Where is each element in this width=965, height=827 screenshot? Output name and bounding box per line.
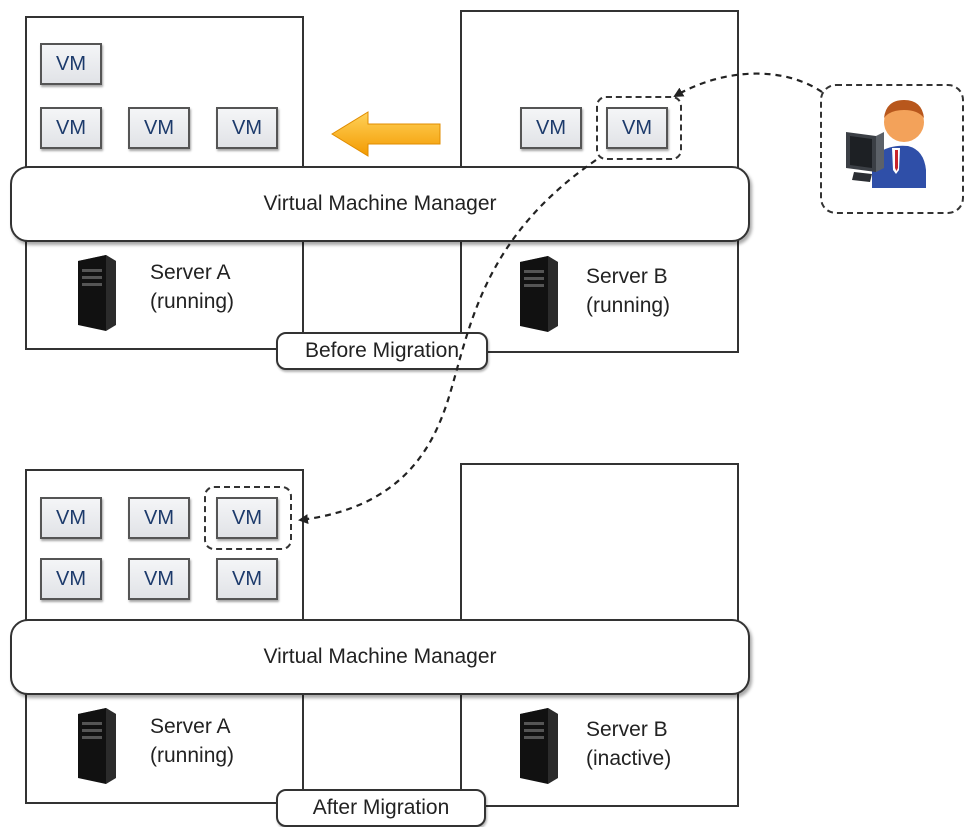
vm-a-after-5[interactable]: VM bbox=[128, 558, 190, 600]
vm-label: VM bbox=[144, 567, 174, 590]
admin-to-vm-dashed-arrow bbox=[673, 72, 823, 97]
vm-a-after-2[interactable]: VM bbox=[128, 497, 190, 539]
vm-migration-dashed-path bbox=[298, 159, 597, 525]
server-status: (inactive) bbox=[586, 747, 672, 770]
server-tower-icon bbox=[78, 255, 116, 331]
server-name: Server A bbox=[150, 261, 231, 284]
server-name: Server A bbox=[150, 715, 231, 738]
server-status: (running) bbox=[150, 744, 235, 767]
administrator-at-computer-icon bbox=[846, 100, 926, 188]
before-migration-caption: Before Migration bbox=[276, 332, 488, 370]
vm-label: VM bbox=[56, 506, 86, 529]
server-b-label-before: Server B (running) bbox=[586, 262, 670, 320]
server-status: (running) bbox=[150, 290, 235, 313]
vm-manager-before: Virtual Machine Manager bbox=[10, 166, 750, 242]
vm-label: VM bbox=[144, 506, 174, 529]
vm-a-after-4[interactable]: VM bbox=[40, 558, 102, 600]
server-a-label-after: Server A (running) bbox=[150, 712, 234, 770]
vm-a-after-6[interactable]: VM bbox=[216, 558, 278, 600]
vm-label: VM bbox=[232, 116, 262, 139]
server-tower-icon bbox=[78, 708, 116, 784]
vm-label: VM bbox=[56, 52, 86, 75]
vm-label: VM bbox=[232, 506, 262, 529]
vm-a-after-1[interactable]: VM bbox=[40, 497, 102, 539]
vm-b-before-1[interactable]: VM bbox=[520, 107, 582, 149]
caption-text: After Migration bbox=[312, 796, 450, 819]
server-name: Server B bbox=[586, 718, 668, 741]
caption-text: Before Migration bbox=[304, 339, 460, 362]
server-b-label-after: Server B (inactive) bbox=[586, 715, 671, 773]
server-a-label-before: Server A (running) bbox=[150, 258, 234, 316]
vm-manager-after: Virtual Machine Manager bbox=[10, 619, 750, 695]
administrator-highlight bbox=[820, 84, 964, 214]
server-tower-icon bbox=[520, 708, 558, 784]
vm-manager-label: Virtual Machine Manager bbox=[263, 645, 497, 668]
vm-a-before-4[interactable]: VM bbox=[216, 107, 278, 149]
vm-a-after-migrated[interactable]: VM bbox=[216, 497, 278, 539]
migrating-vm-highlight-before bbox=[596, 96, 682, 160]
vm-label: VM bbox=[56, 116, 86, 139]
vm-a-before-2[interactable]: VM bbox=[40, 107, 102, 149]
migration-direction-arrow bbox=[331, 111, 441, 157]
vm-label: VM bbox=[232, 567, 262, 590]
vm-a-before-1[interactable]: VM bbox=[40, 43, 102, 85]
server-tower-icon bbox=[520, 256, 558, 332]
server-status: (running) bbox=[586, 294, 671, 317]
vm-manager-label: Virtual Machine Manager bbox=[263, 192, 497, 215]
vm-label: VM bbox=[622, 116, 652, 139]
vm-b-before-migrating[interactable]: VM bbox=[606, 107, 668, 149]
migrated-vm-highlight-after bbox=[204, 486, 292, 550]
vm-a-before-3[interactable]: VM bbox=[128, 107, 190, 149]
vm-label: VM bbox=[144, 116, 174, 139]
vm-label: VM bbox=[536, 116, 566, 139]
vm-label: VM bbox=[56, 567, 86, 590]
server-name: Server B bbox=[586, 265, 668, 288]
